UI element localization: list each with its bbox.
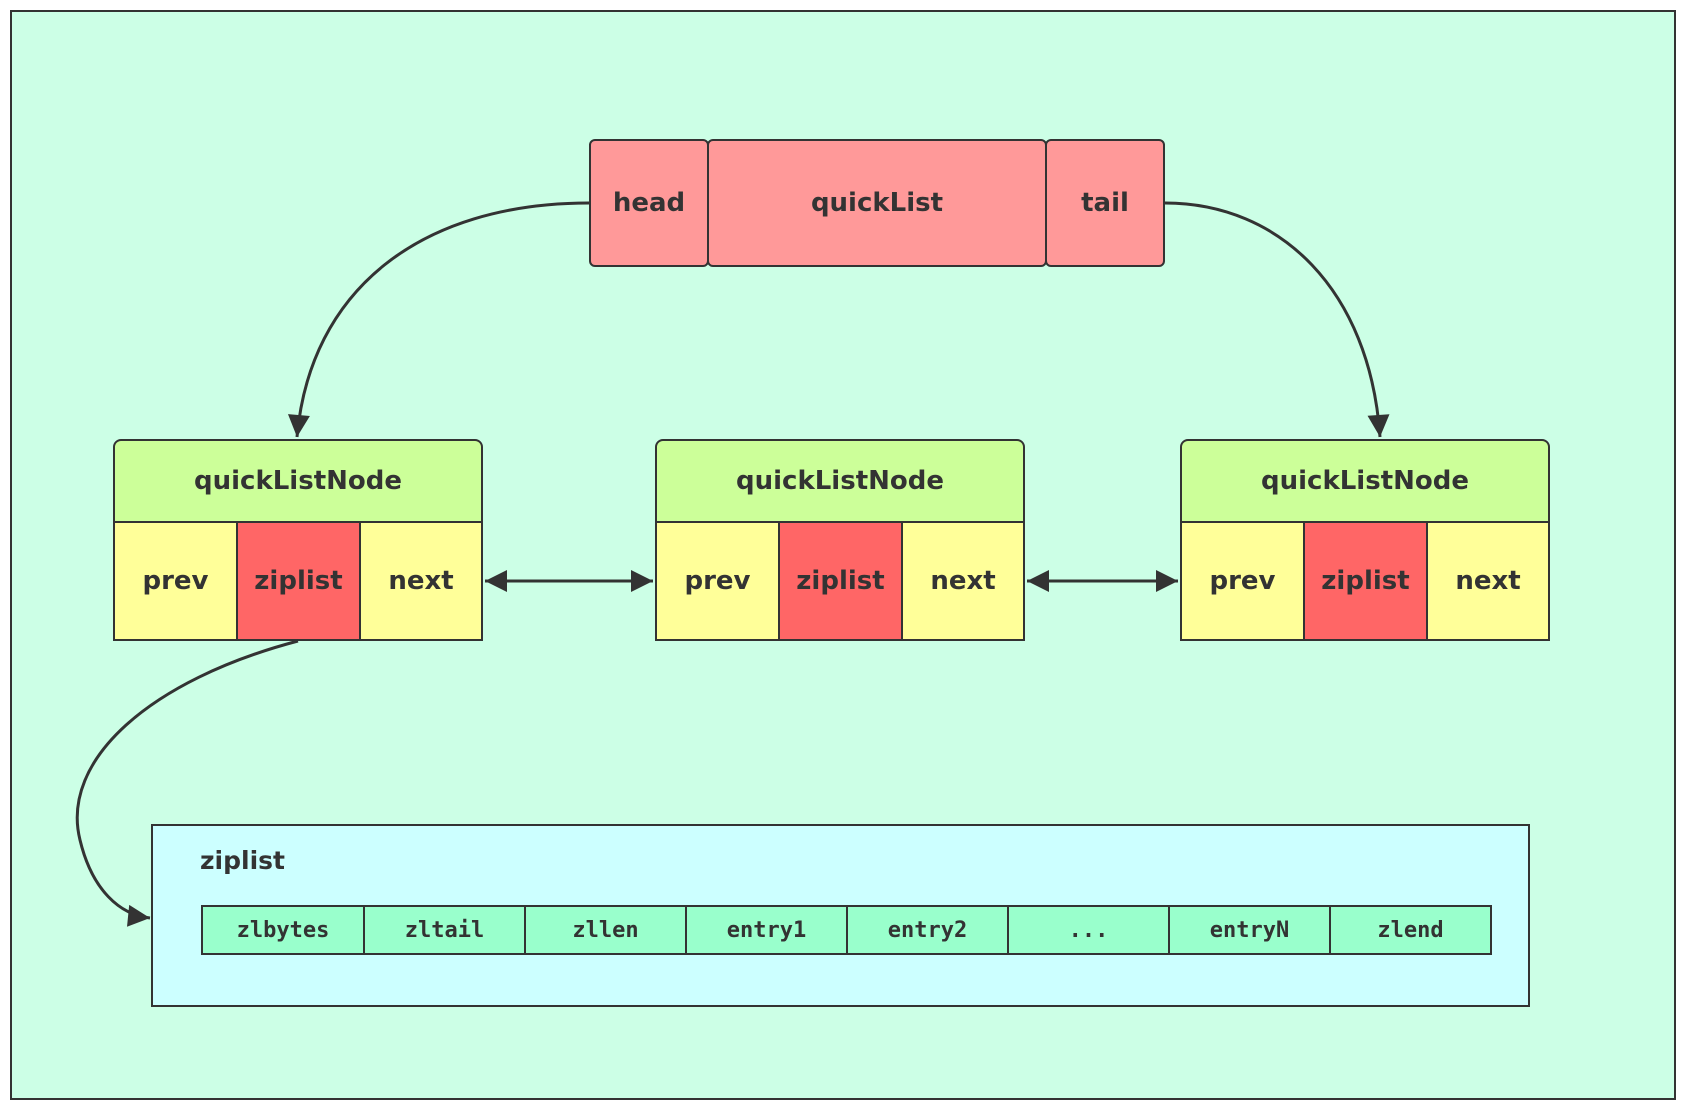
- zltail-label: zltail: [404, 917, 485, 943]
- node-1-next: next: [359, 521, 483, 641]
- entry1-label: entry1: [726, 917, 807, 943]
- zlend-label: zlend: [1377, 917, 1444, 943]
- node-2-next: next: [901, 521, 1025, 641]
- node-2-ziplist: ziplist: [778, 521, 903, 641]
- node-1-ziplist-label: ziplist: [254, 566, 343, 596]
- quicklist-head: head: [589, 139, 709, 267]
- quicklist-head-label: head: [612, 188, 686, 218]
- node-2-ziplist-label: ziplist: [796, 566, 885, 596]
- node-1-title-label: quickListNode: [194, 466, 402, 496]
- node-2-prev-label: prev: [684, 566, 751, 596]
- zlbytes-label: zlbytes: [236, 917, 330, 943]
- ziplist-field-entry2: entry2: [846, 905, 1009, 955]
- node-1-next-label: next: [388, 566, 454, 596]
- node-1-ziplist: ziplist: [236, 521, 361, 641]
- ziplist-title: ziplist: [200, 846, 285, 875]
- entryN-label: entryN: [1209, 917, 1290, 943]
- quicklist-body: quickList: [707, 139, 1047, 267]
- node-3-title-label: quickListNode: [1261, 466, 1469, 496]
- quicklist-tail: tail: [1045, 139, 1165, 267]
- ziplist-field-entryN: entryN: [1168, 905, 1331, 955]
- ziplist-field-ellipsis: ...: [1007, 905, 1170, 955]
- node-1-prev-label: prev: [142, 566, 209, 596]
- node-3-ziplist-label: ziplist: [1321, 566, 1410, 596]
- entry2-label: entry2: [887, 917, 968, 943]
- ellipsis-label: ...: [1068, 917, 1109, 943]
- node-2-prev: prev: [655, 521, 780, 641]
- zllen-label: zllen: [572, 917, 639, 943]
- node-3-prev-label: prev: [1209, 566, 1276, 596]
- node-3-next: next: [1426, 521, 1550, 641]
- node-3-next-label: next: [1455, 566, 1521, 596]
- node-2-next-label: next: [930, 566, 996, 596]
- ziplist-field-zltail: zltail: [363, 905, 526, 955]
- node-3-ziplist: ziplist: [1303, 521, 1428, 641]
- quicklist-name-label: quickList: [810, 188, 944, 218]
- node-3-title: quickListNode: [1180, 439, 1550, 523]
- node-1-title: quickListNode: [113, 439, 483, 523]
- node-2-title: quickListNode: [655, 439, 1025, 523]
- node-3-prev: prev: [1180, 521, 1305, 641]
- node-2-title-label: quickListNode: [736, 466, 944, 496]
- ziplist-field-zllen: zllen: [524, 905, 687, 955]
- ziplist-field-zlbytes: zlbytes: [201, 905, 365, 955]
- node-1-prev: prev: [113, 521, 238, 641]
- quicklist-tail-label: tail: [1081, 188, 1129, 218]
- ziplist-field-zlend: zlend: [1329, 905, 1492, 955]
- ziplist-field-entry1: entry1: [685, 905, 848, 955]
